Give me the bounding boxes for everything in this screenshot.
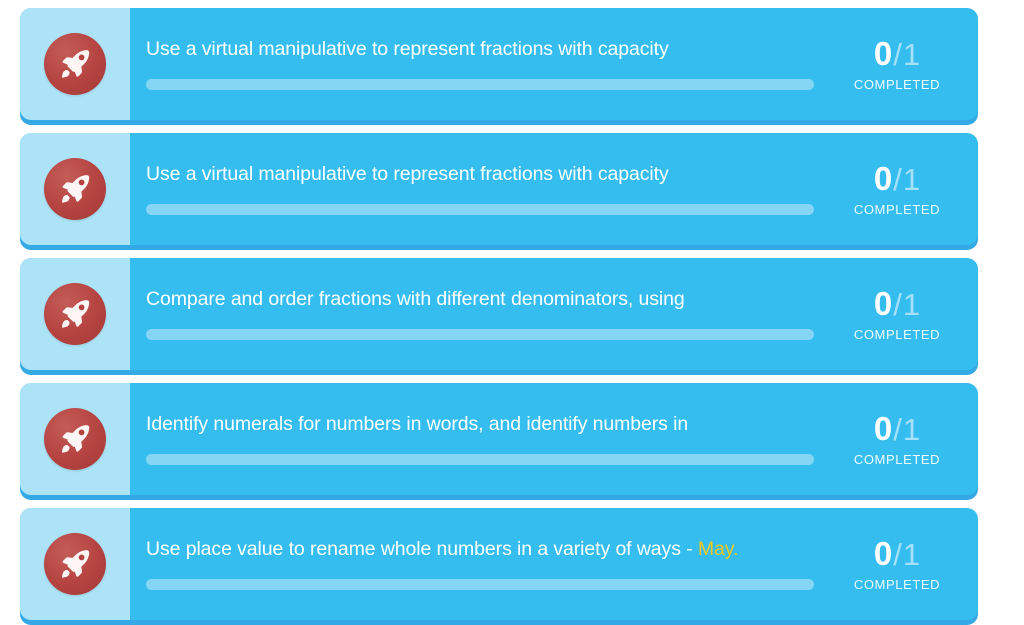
goal-card[interactable]: Use place value to rename whole numbers … bbox=[20, 508, 978, 620]
goal-completion-ratio: 0/1 bbox=[874, 287, 920, 320]
goal-progress-bar bbox=[146, 78, 814, 90]
goal-ratio-separator: / bbox=[893, 36, 902, 72]
goal-completed-count: 0 bbox=[873, 409, 893, 447]
goal-card[interactable]: Identify numerals for numbers in words, … bbox=[20, 383, 978, 495]
goal-status-block: 0/1 COMPLETED bbox=[828, 508, 978, 620]
goal-title-text: Use place value to rename whole numbers … bbox=[146, 538, 698, 561]
goal-ratio-separator: / bbox=[893, 161, 902, 197]
goal-completion-ratio: 0/1 bbox=[874, 537, 920, 570]
goal-status-block: 0/1 COMPLETED bbox=[828, 8, 978, 120]
goal-total-count: 1 bbox=[902, 286, 921, 322]
goal-title-accent: May. bbox=[697, 538, 739, 561]
goal-title: Use a virtual manipulative to represent … bbox=[146, 38, 814, 61]
rocket-icon bbox=[44, 533, 106, 595]
goal-progress-bar bbox=[146, 453, 814, 465]
goal-title-text: Use a virtual manipulative to represent … bbox=[146, 163, 669, 186]
goal-title-text: Compare and order fractions with differe… bbox=[146, 288, 685, 311]
rocket-icon bbox=[44, 283, 106, 345]
goal-completion-ratio: 0/1 bbox=[874, 162, 920, 195]
goal-total-count: 1 bbox=[902, 36, 921, 72]
goal-status-block: 0/1 COMPLETED bbox=[828, 383, 978, 495]
goal-completed-count: 0 bbox=[873, 34, 893, 72]
goal-list: Use a virtual manipulative to represent … bbox=[20, 8, 1004, 620]
goal-completion-ratio: 0/1 bbox=[874, 412, 920, 445]
goal-status-block: 0/1 COMPLETED bbox=[828, 133, 978, 245]
goal-icon-panel bbox=[20, 383, 130, 495]
goal-title: Use a virtual manipulative to represent … bbox=[146, 163, 814, 186]
goal-body: Use a virtual manipulative to represent … bbox=[130, 133, 828, 245]
goal-title: Use place value to rename whole numbers … bbox=[146, 538, 814, 561]
goal-icon-panel bbox=[20, 8, 130, 120]
goal-card[interactable]: Use a virtual manipulative to represent … bbox=[20, 8, 978, 120]
goal-title-text: Use a virtual manipulative to represent … bbox=[146, 38, 669, 61]
goal-completed-count: 0 bbox=[873, 534, 893, 572]
goal-total-count: 1 bbox=[902, 411, 921, 447]
goal-ratio-separator: / bbox=[893, 411, 902, 447]
goal-title: Identify numerals for numbers in words, … bbox=[146, 413, 814, 436]
goal-body: Identify numerals for numbers in words, … bbox=[130, 383, 828, 495]
goal-status-block: 0/1 COMPLETED bbox=[828, 258, 978, 370]
goal-status-caption: COMPLETED bbox=[853, 76, 941, 92]
rocket-icon bbox=[44, 408, 106, 470]
goal-total-count: 1 bbox=[902, 536, 921, 572]
goal-body: Use place value to rename whole numbers … bbox=[130, 508, 828, 620]
goal-ratio-separator: / bbox=[893, 536, 902, 572]
goal-card[interactable]: Use a virtual manipulative to represent … bbox=[20, 133, 978, 245]
goal-status-caption: COMPLETED bbox=[853, 326, 941, 342]
goal-completed-count: 0 bbox=[873, 284, 893, 322]
goal-completion-ratio: 0/1 bbox=[874, 37, 920, 70]
goal-status-caption: COMPLETED bbox=[853, 576, 941, 592]
goal-body: Compare and order fractions with differe… bbox=[130, 258, 828, 370]
goal-icon-panel bbox=[20, 133, 130, 245]
goal-icon-panel bbox=[20, 508, 130, 620]
goal-progress-bar bbox=[146, 328, 814, 340]
goal-total-count: 1 bbox=[902, 161, 921, 197]
rocket-icon bbox=[44, 33, 106, 95]
goal-title-text: Identify numerals for numbers in words, … bbox=[146, 413, 689, 436]
goal-ratio-separator: / bbox=[893, 286, 902, 322]
goal-status-caption: COMPLETED bbox=[853, 201, 941, 217]
goal-icon-panel bbox=[20, 258, 130, 370]
goal-body: Use a virtual manipulative to represent … bbox=[130, 8, 828, 120]
goal-progress-bar bbox=[146, 203, 814, 215]
goal-card[interactable]: Compare and order fractions with differe… bbox=[20, 258, 978, 370]
rocket-icon bbox=[44, 158, 106, 220]
goal-title: Compare and order fractions with differe… bbox=[146, 288, 814, 311]
goal-progress-bar bbox=[146, 578, 814, 590]
goal-completed-count: 0 bbox=[873, 159, 893, 197]
goal-status-caption: COMPLETED bbox=[853, 451, 941, 467]
